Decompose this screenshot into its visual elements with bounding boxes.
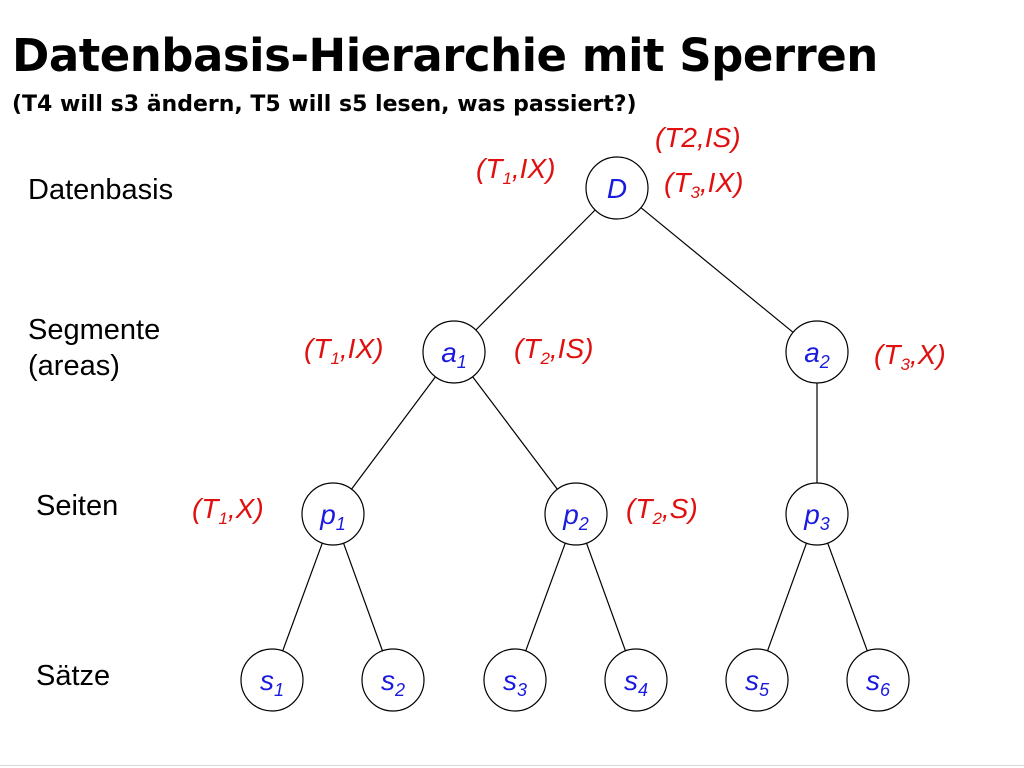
node-label-s2: s2	[381, 665, 405, 700]
node-s2: s2	[361, 648, 425, 712]
node-circle-p2	[544, 482, 608, 546]
node-circle-s5	[725, 648, 789, 712]
edge-p1-s1	[282, 542, 323, 652]
node-s5: s5	[725, 648, 789, 712]
level-label-segments-line1: Segmente	[28, 314, 161, 346]
node-label-s6: s6	[866, 665, 891, 700]
edge-a1-p1	[351, 376, 436, 490]
node-circle-s2	[361, 648, 425, 712]
lock-a1-T2: (T2,IS)	[514, 333, 593, 368]
edge-a1-p2	[472, 376, 558, 490]
node-p2: p2	[544, 482, 608, 546]
lock-D-T2: (T2,IS)	[655, 122, 741, 153]
node-label-a1: a1	[441, 337, 467, 372]
node-label-s5: s5	[745, 665, 770, 700]
node-circle-p3	[785, 482, 849, 546]
node-circle-a1	[422, 320, 486, 384]
node-label-a2: a2	[804, 337, 830, 372]
lock-p2-T2: (T2,S)	[626, 493, 698, 528]
node-label-s1: s1	[260, 665, 284, 700]
node-label-D: D	[607, 173, 627, 204]
level-label-pages: Seiten	[36, 490, 119, 522]
node-s6: s6	[846, 648, 910, 712]
tree-edges	[282, 207, 868, 652]
level-label-segments: Segmente (areas)	[28, 312, 160, 384]
node-circle-s6	[846, 648, 910, 712]
node-circle-s4	[604, 648, 668, 712]
node-circle-p1	[301, 482, 365, 546]
edge-D-a2	[640, 207, 794, 333]
level-label-records: Sätze	[36, 660, 111, 692]
page-title: Datenbasis-Hierarchie mit Sperren	[12, 29, 878, 82]
node-circle-a2	[785, 320, 849, 384]
node-label-s3: s3	[503, 665, 527, 700]
edge-p2-s3	[525, 542, 566, 652]
node-p1: p1	[301, 482, 365, 546]
edge-D-a1	[475, 209, 596, 331]
node-label-p3: p3	[803, 499, 830, 534]
node-s4: s4	[604, 648, 668, 712]
lock-a2-T3: (T3,X)	[874, 339, 946, 374]
node-label-p1: p1	[319, 499, 346, 534]
tree-nodes: Da1 a2 p1 p2 p3 s1 s2 s3 s4 s5 s6	[240, 156, 910, 712]
page-subtitle: (T4 will s3 ändern, T5 will s5 lesen, wa…	[12, 92, 637, 117]
node-D: D	[585, 156, 649, 220]
node-circle-s3	[483, 648, 547, 712]
node-circle-D	[585, 156, 649, 220]
lock-D-T3: (T3,IX)	[664, 167, 743, 202]
bottom-divider	[0, 765, 1024, 766]
edge-p3-s6	[827, 542, 868, 652]
node-label-s4: s4	[624, 665, 648, 700]
lock-p1-T1: (T1,X)	[192, 493, 264, 528]
level-label-segments-line2: (areas)	[28, 350, 120, 382]
node-a1: a1	[422, 320, 486, 384]
node-circle-s1	[240, 648, 304, 712]
node-p3: p3	[785, 482, 849, 546]
edge-p3-s5	[766, 542, 808, 652]
node-s3: s3	[483, 648, 547, 712]
lock-annotations: (T2,IS) (T1,IX) (T3,IX) (T1,IX) (T2,IS) (T3,X…	[192, 122, 946, 528]
node-label-p2: p2	[562, 499, 589, 534]
lock-D-T1: (T1,IX)	[476, 153, 555, 188]
level-label-database: Datenbasis	[28, 174, 174, 206]
lock-a1-T1: (T1,IX)	[304, 333, 383, 368]
edge-p2-s4	[585, 542, 627, 652]
edge-p1-s2	[342, 542, 384, 652]
node-s1: s1	[240, 648, 304, 712]
node-a2: a2	[785, 320, 849, 384]
